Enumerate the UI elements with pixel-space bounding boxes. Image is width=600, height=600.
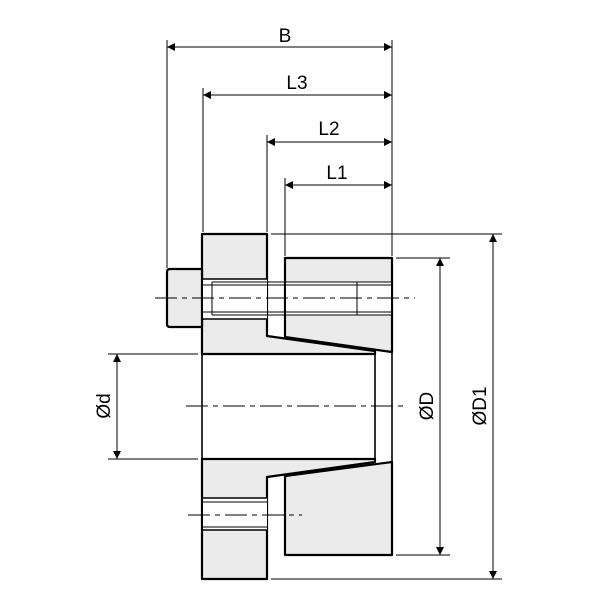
label-L3: L3 [286,73,307,94]
label-L2: L2 [318,119,339,140]
label-L1: L1 [326,163,347,184]
label-D1: ØD1 [470,386,491,425]
label-d: Ød [94,393,115,418]
bolt-hole-lower [202,497,267,531]
label-D: ØD [417,392,438,421]
bolt-hole-upper [202,278,392,320]
extension-lines [108,40,502,580]
outer-ring-lower [283,460,394,557]
label-B: B [279,26,292,47]
